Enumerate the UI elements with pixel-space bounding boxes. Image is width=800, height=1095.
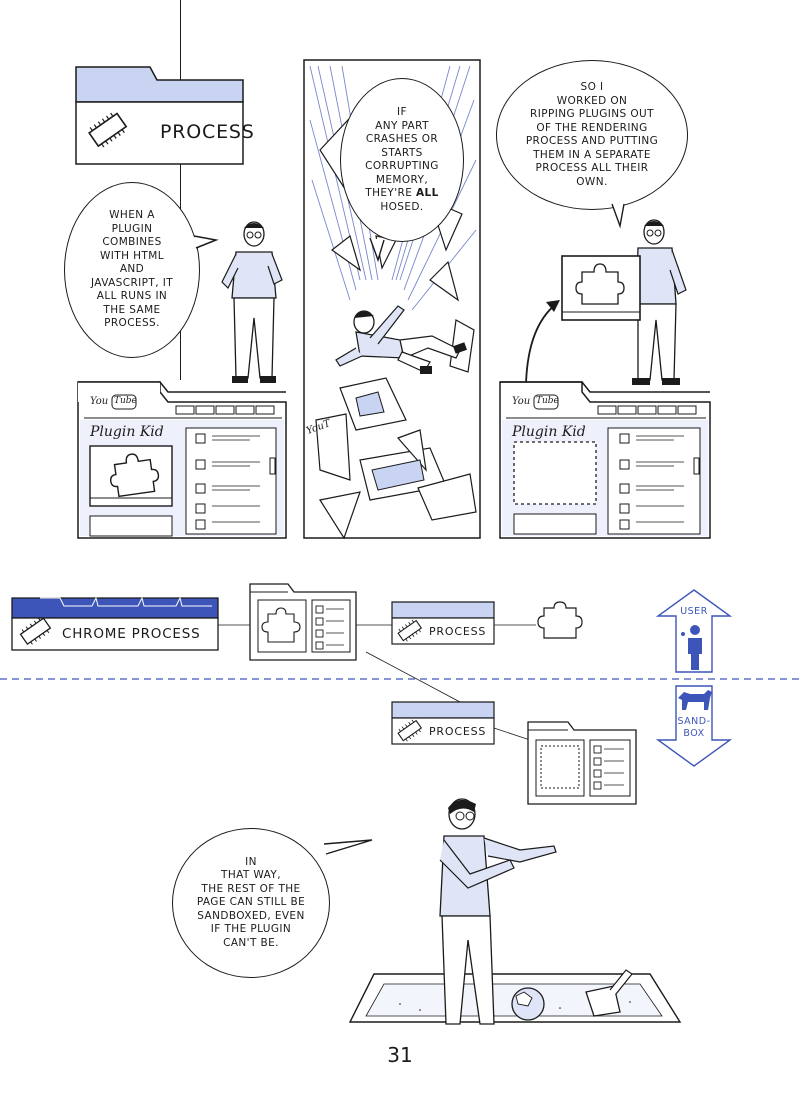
renderer-process-chip-icon [397,719,423,742]
renderer-process-label: PROCESS [429,725,487,738]
youtube-logo-tube-3: Tube [536,396,559,406]
speech-tail-2 [369,237,385,263]
sandbox-scene [348,798,682,1025]
user-label: USER [680,606,708,617]
speech-tail-3 [611,203,625,229]
speech-bubble-3-text: SO I WORKED ON RIPPING PLUGINS OUT OF TH… [525,81,659,188]
chrome-chip-icon [19,617,52,646]
puzzle-icon-1 [109,453,160,498]
speech-bubble-2: IF ANY PART CRASHES OR STARTS CORRUPTING… [340,78,464,242]
browser-page-title-1: Plugin Kid [90,424,164,440]
bubble-2-line-5: CORRUPTING [365,160,439,172]
speech-tail-4 [322,839,373,855]
speech-tail-1 [192,235,219,249]
bubble-2-line-4: STARTS [381,146,423,159]
gutter-line [180,0,181,380]
panel-2: IF ANY PART CRASHES OR STARTS CORRUPTING… [303,59,481,540]
bubble-2-line-8: HOSED. [380,200,424,213]
bubble-2-line-1: IF [397,106,407,118]
browser-window-3 [499,381,711,539]
bubble-2-line-3: CRASHES OR [365,133,439,145]
process-diagram: CHROME PROCESS PROCESS PROCESS USER SAND… [0,560,800,810]
diagram-lines [0,583,800,805]
panel-3: SO I WORKED ON RIPPING PLUGINS OUT OF TH… [496,60,711,539]
chip-icon [88,112,128,148]
speech-bubble-1: WHEN A PLUGIN COMBINES WITH HTML AND JAV… [64,182,200,358]
speech-bubble-1-text: WHEN A PLUGIN COMBINES WITH HTML AND JAV… [90,209,174,330]
page-number: 31 [387,1043,413,1067]
speech-bubble-4-text: IN THAT WAY, THE REST OF THE PAGE CAN ST… [196,855,306,949]
youtube-logo-you-3: You [512,396,531,407]
bubble-2-line-7: THEY'RE [365,187,416,199]
process-folder-label: PROCESS [160,121,255,143]
plugin-process-chip-icon [397,619,423,642]
speech-bubble-2-text: IF ANY PART CRASHES OR STARTS CORRUPTING… [365,106,439,214]
youtube-logo-you-1: You [90,396,109,407]
bubble-2-emphasis: ALL [416,187,439,199]
youtube-logo-tube-1: Tube [114,396,137,406]
man-figure-1 [221,221,283,383]
held-plugin-frame [561,255,641,321]
dog-icon [678,690,712,710]
speech-bubble-4: IN THAT WAY, THE REST OF THE PAGE CAN ST… [172,828,330,978]
plugin-process-label: PROCESS [429,625,487,638]
chrome-process-label: CHROME PROCESS [62,626,201,642]
panel-1: PROCESS WHEN A PLUGIN COMBINES WITH HTML… [0,0,290,540]
sandbox-label: SAND- BOX [677,716,711,739]
panel-4: IN THAT WAY, THE REST OF THE PAGE CAN ST… [0,790,800,1040]
speech-bubble-3: SO I WORKED ON RIPPING PLUGINS OUT OF TH… [496,60,688,210]
man-figure-2 [632,219,687,385]
bubble-2-line-6: MEMORY, [375,173,429,186]
user-icon [681,625,702,670]
browser-page-title-3: Plugin Kid [512,424,586,440]
bubble-2-line-2: ANY PART [375,119,429,132]
